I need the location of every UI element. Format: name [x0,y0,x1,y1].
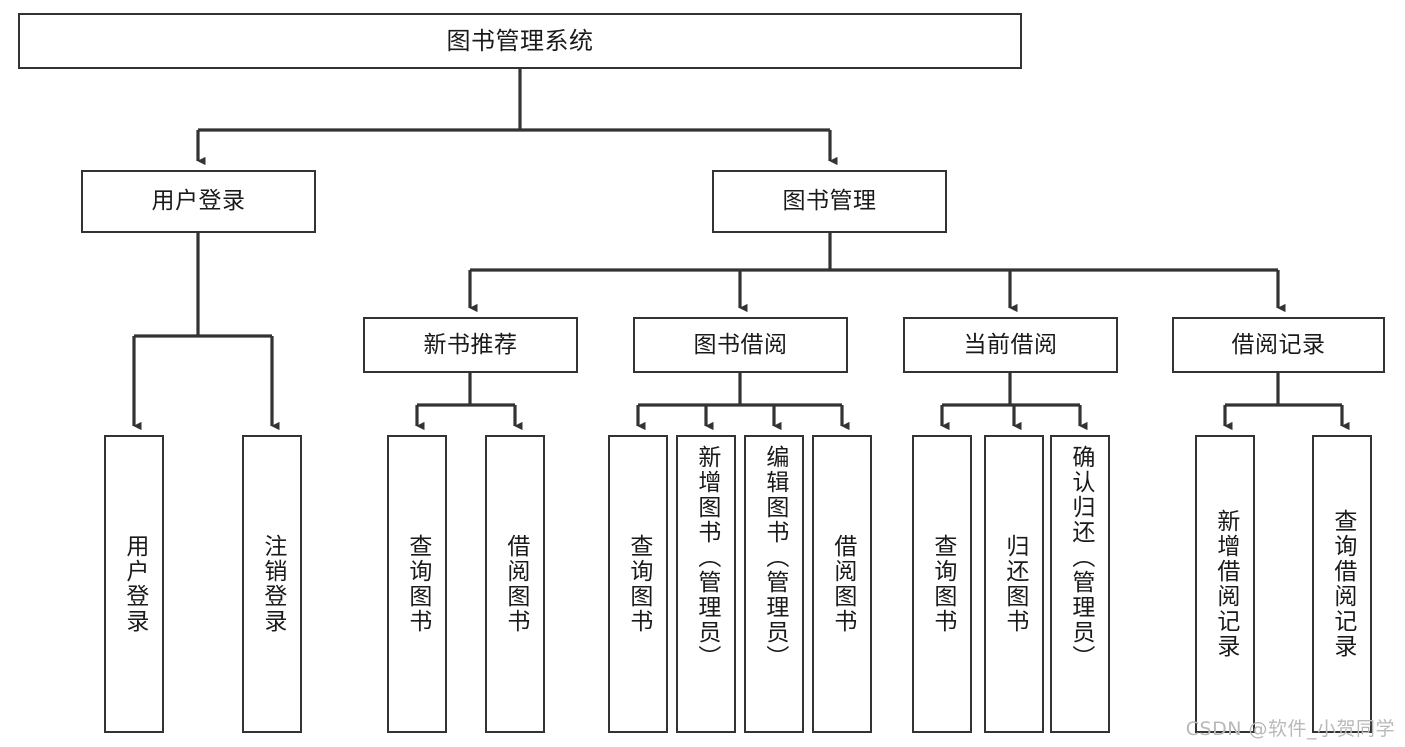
node-root-label: 图书管理系统 [446,27,594,55]
node-leaf-user-logout[interactable]: 注销登录 [242,435,302,733]
node-leaf-return-book[interactable]: 归还图书 [984,435,1044,733]
node-book-borrow-label: 图书借阅 [693,331,788,358]
node-leaf-user-login-label: 用户登录 [121,534,148,634]
node-leaf-add-book[interactable]: 新增图书（管理员） [676,435,736,733]
node-leaf-confirm-return[interactable]: 确认归还（管理员） [1050,435,1110,733]
node-leaf-add-record-label: 新增借阅记录 [1212,509,1239,659]
node-leaf-query-book-2-label: 查询图书 [625,534,652,634]
node-book-manage-label: 图书管理 [782,188,877,215]
node-leaf-confirm-return-label: 确认归还（管理员） [1067,445,1094,670]
node-leaf-query-book-1-label: 查询图书 [404,534,431,634]
node-user-login[interactable]: 用户登录 [81,170,316,233]
node-leaf-borrow-book-2-label: 借阅图书 [829,534,856,634]
node-leaf-query-record[interactable]: 查询借阅记录 [1312,435,1372,733]
node-leaf-query-book-2[interactable]: 查询图书 [608,435,668,733]
node-leaf-borrow-book-2[interactable]: 借阅图书 [812,435,872,733]
node-current-borrow[interactable]: 当前借阅 [903,317,1118,373]
node-new-book-rec-label: 新书推荐 [423,331,518,358]
node-leaf-query-book-1[interactable]: 查询图书 [387,435,447,733]
node-leaf-return-book-label: 归还图书 [1001,534,1028,634]
node-borrow-record[interactable]: 借阅记录 [1172,317,1385,373]
node-leaf-user-login[interactable]: 用户登录 [104,435,164,733]
node-leaf-add-book-label: 新增图书（管理员） [693,445,720,670]
node-leaf-query-book-3-label: 查询图书 [929,534,956,634]
node-leaf-user-logout-label: 注销登录 [259,534,286,634]
node-leaf-edit-book[interactable]: 编辑图书（管理员） [744,435,804,733]
node-current-borrow-label: 当前借阅 [963,331,1058,358]
node-root[interactable]: 图书管理系统 [18,13,1022,69]
node-leaf-query-record-label: 查询借阅记录 [1329,509,1356,659]
node-book-borrow[interactable]: 图书借阅 [633,317,848,373]
node-new-book-rec[interactable]: 新书推荐 [363,317,578,373]
node-leaf-add-record[interactable]: 新增借阅记录 [1195,435,1255,733]
node-book-manage[interactable]: 图书管理 [712,170,947,233]
csdn-watermark: CSDN @软件_小贺同学 [1185,718,1395,740]
node-leaf-query-book-3[interactable]: 查询图书 [912,435,972,733]
node-user-login-label: 用户登录 [151,188,246,215]
node-leaf-edit-book-label: 编辑图书（管理员） [761,445,788,670]
node-leaf-borrow-book-1[interactable]: 借阅图书 [485,435,545,733]
node-borrow-record-label: 借阅记录 [1231,331,1326,358]
node-leaf-borrow-book-1-label: 借阅图书 [502,534,529,634]
